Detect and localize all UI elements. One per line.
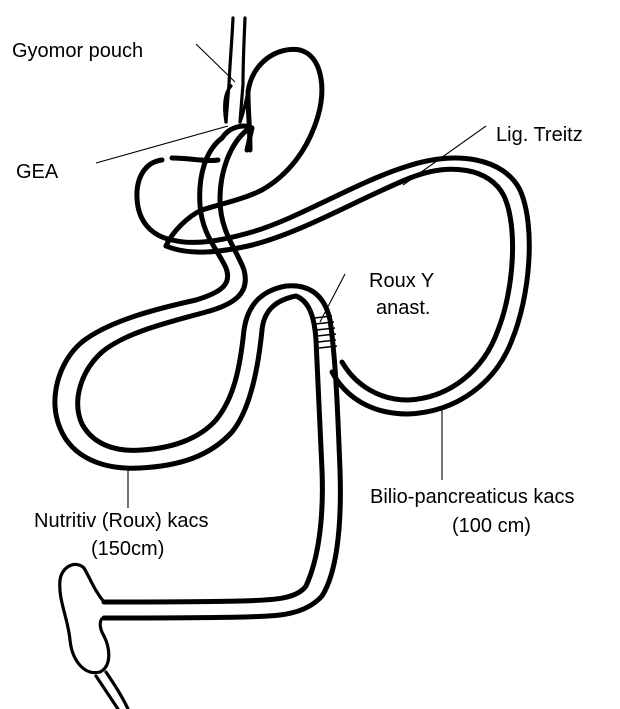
roux-limb-outer xyxy=(55,138,322,602)
label-gyomor-pouch: Gyomor pouch xyxy=(12,40,143,62)
leader-roux-y xyxy=(320,274,345,322)
label-nutritiv-length: (150cm) xyxy=(91,538,164,560)
esophagus xyxy=(226,18,245,122)
label-bilio: Bilio-pancreaticus kacs xyxy=(370,486,575,508)
label-nutritiv: Nutritiv (Roux) kacs xyxy=(34,510,208,532)
distal-bowel-tail xyxy=(96,672,128,709)
label-roux-y: Roux Y xyxy=(369,270,434,292)
label-gea: GEA xyxy=(16,161,59,183)
distal-bowel xyxy=(60,564,109,672)
label-lig-treitz: Lig. Treitz xyxy=(496,124,583,146)
label-roux-y-anast: anast. xyxy=(376,297,430,319)
leader-lig-treitz xyxy=(403,126,486,185)
label-bilio-length: (100 cm) xyxy=(452,515,531,537)
